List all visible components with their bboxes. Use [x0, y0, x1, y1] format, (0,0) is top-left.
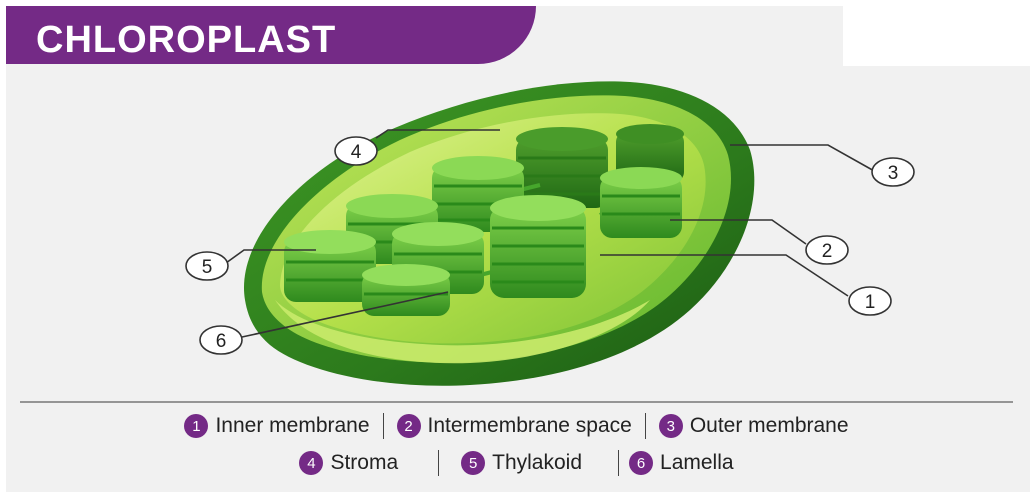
legend-item-intermembrane-space: 2 Intermembrane space — [397, 414, 632, 438]
callout-4-number: 4 — [351, 142, 362, 163]
legend-item-stroma: 4 Stroma — [299, 451, 398, 475]
legend-badge: 5 — [461, 451, 485, 475]
legend-separator — [383, 413, 384, 439]
legend-item-thylakoid: 5 Thylakoid — [461, 451, 582, 475]
legend-row-2: 4 Stroma 5 Thylakoid 6 Lamella — [0, 450, 1033, 476]
legend-label: Thylakoid — [492, 451, 582, 475]
legend-badge: 4 — [299, 451, 323, 475]
callout-3: 3 — [872, 158, 914, 186]
legend-item-lamella: 6 Lamella — [629, 451, 734, 475]
legend-badge: 6 — [629, 451, 653, 475]
legend-row-1: 1 Inner membrane 2 Intermembrane space 3… — [0, 413, 1033, 439]
callout-6: 6 — [200, 326, 242, 354]
callout-5-number: 5 — [202, 257, 213, 278]
legend-label: Stroma — [330, 451, 398, 475]
legend-label: Outer membrane — [690, 414, 849, 438]
legend-label: Lamella — [660, 451, 734, 475]
legend-label: Intermembrane space — [428, 414, 632, 438]
legend-item-outer-membrane: 3 Outer membrane — [659, 414, 849, 438]
legend-separator — [438, 450, 439, 476]
callout-3-number: 3 — [888, 163, 899, 184]
legend-item-inner-membrane: 1 Inner membrane — [184, 414, 369, 438]
callout-2: 2 — [806, 236, 848, 264]
granum-4 — [490, 195, 586, 298]
callout-2-number: 2 — [822, 241, 833, 262]
callout-5: 5 — [186, 252, 228, 280]
legend-label: Inner membrane — [215, 414, 369, 438]
callout-1: 1 — [849, 287, 891, 315]
granum-2 — [600, 167, 682, 238]
legend-badge: 3 — [659, 414, 683, 438]
legend-separator — [618, 450, 619, 476]
callout-6-number: 6 — [216, 331, 227, 352]
callout-1-number: 1 — [865, 292, 876, 313]
callout-4: 4 — [335, 137, 377, 165]
legend-badge: 1 — [184, 414, 208, 438]
legend-separator — [645, 413, 646, 439]
legend-badge: 2 — [397, 414, 421, 438]
